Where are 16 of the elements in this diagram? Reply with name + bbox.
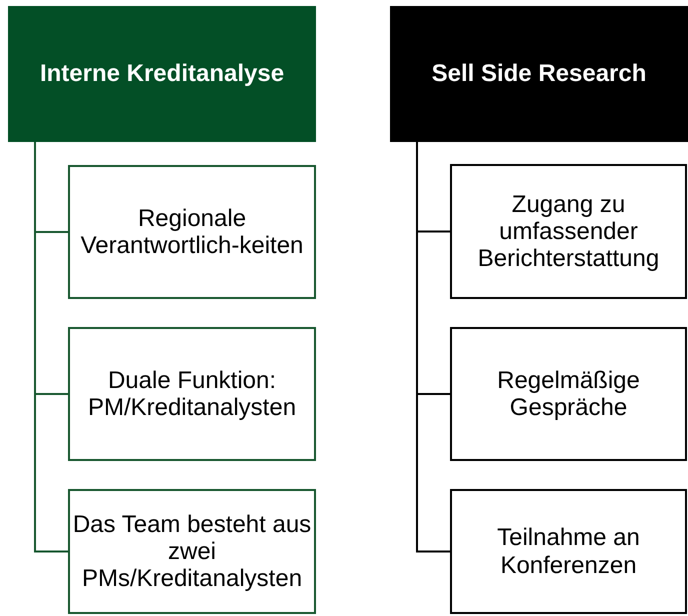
category-header bbox=[390, 6, 688, 142]
box-text: Regelmäßige Gespräche bbox=[496, 366, 641, 422]
box-text: Interne Kreditanalyse bbox=[40, 60, 284, 88]
item-box bbox=[68, 165, 316, 299]
item-box bbox=[68, 489, 316, 614]
item-box bbox=[450, 327, 687, 461]
box-text: Das Team besteht aus zwei PMs/Kreditanalysten bbox=[72, 510, 312, 592]
item-box bbox=[450, 489, 687, 614]
box-text: Duale Funktion: PM/Kreditanalysten bbox=[86, 366, 298, 422]
box-text: Teilnahme an Konferenzen bbox=[496, 524, 641, 579]
box-text: Sell Side Research bbox=[432, 60, 646, 88]
category-header bbox=[8, 6, 316, 142]
item-box bbox=[450, 164, 687, 299]
item-box bbox=[68, 327, 316, 461]
box-text: Zugang zu umfassender Berichterstattung bbox=[476, 190, 660, 272]
box-text: Regionale Verantwortlich-keiten bbox=[80, 204, 304, 260]
